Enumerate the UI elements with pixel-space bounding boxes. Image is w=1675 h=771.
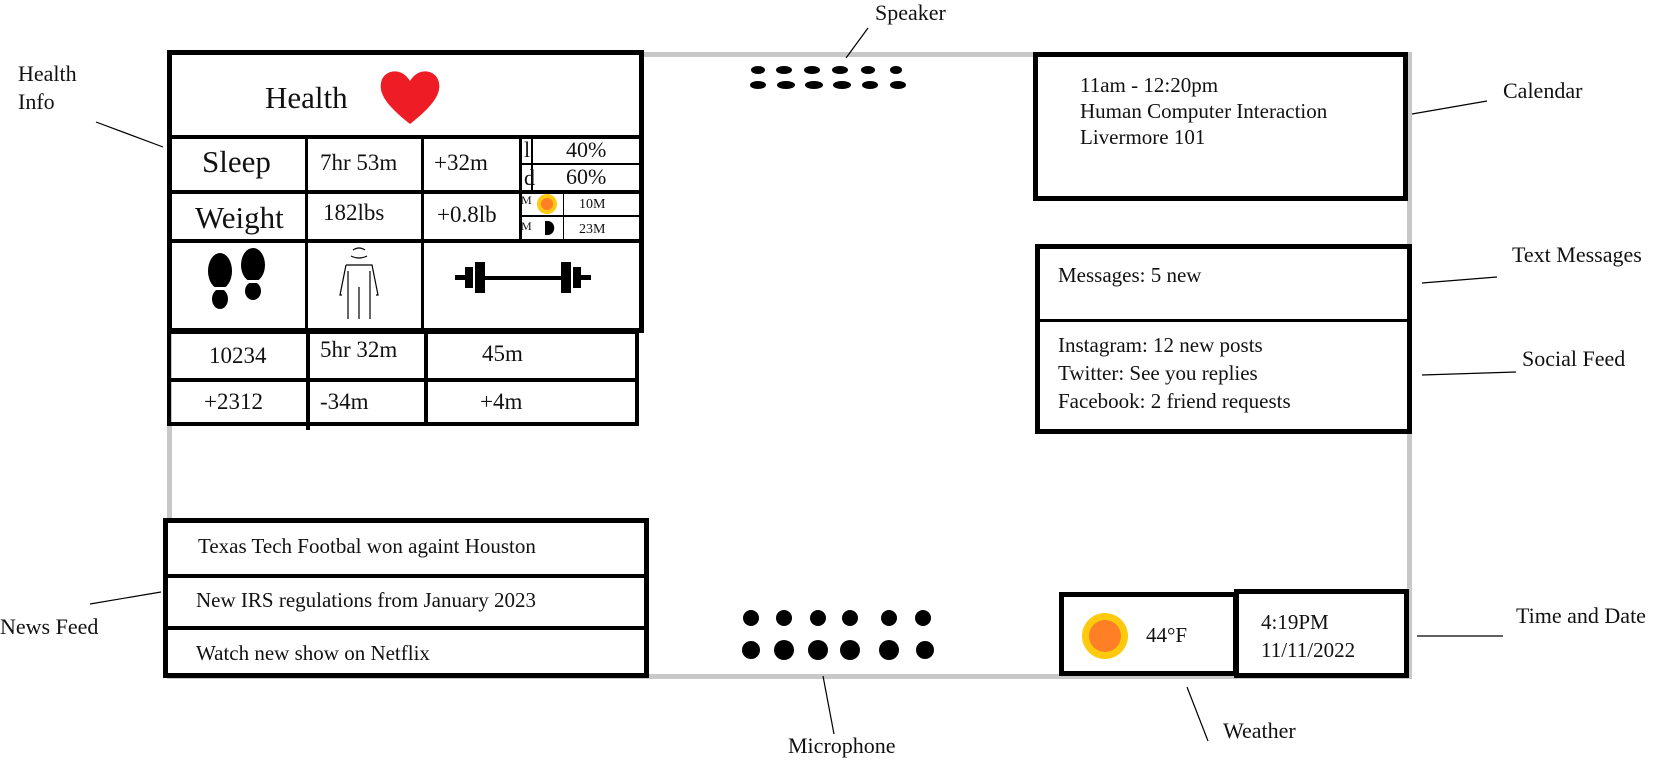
weight-value: 182lbs	[323, 200, 385, 225]
calendar-event-location: Livermore 101	[1080, 125, 1206, 149]
person-icon	[339, 247, 379, 319]
weight-delta: +0.8lb	[437, 202, 497, 227]
label-calendar: Calendar	[1503, 78, 1583, 103]
current-time: 4:19PM	[1261, 610, 1329, 634]
stand-delta: -34m	[320, 389, 369, 414]
label-microphone: Microphone	[788, 733, 896, 758]
sleep-value: 7hr 53m	[320, 150, 398, 175]
sleep-delta: +32m	[434, 150, 488, 175]
weather-temperature: 44°F	[1146, 623, 1188, 647]
heart-icon	[380, 71, 440, 124]
steps-value: 10234	[209, 343, 267, 368]
weight-label: Weight	[195, 200, 284, 235]
speaker-grille	[750, 66, 906, 89]
m2-label: M	[521, 219, 532, 233]
health-title: Health	[265, 80, 348, 115]
social-twitter[interactable]: Twitter: See you replies	[1058, 361, 1258, 385]
messages-count[interactable]: Messages: 5 new	[1058, 263, 1202, 287]
sun-icon	[1082, 613, 1128, 659]
sleep-label: Sleep	[202, 144, 271, 179]
weather-widget[interactable]: 44°F	[1059, 592, 1238, 676]
social-instagram[interactable]: Instagram: 12 new posts	[1058, 333, 1263, 357]
m1-label: M	[521, 193, 532, 207]
news-feed-widget: Texas Tech Footbal won againt Houston Ne…	[163, 518, 649, 678]
calendar-event-time: 11am - 12:20pm	[1080, 73, 1219, 97]
label-news-feed: News Feed	[0, 614, 99, 639]
exercise-value: 45m	[482, 341, 523, 366]
label-weather: Weather	[1223, 718, 1296, 743]
sleep-deep-label: d	[524, 165, 535, 190]
dumbbell-icon	[455, 262, 591, 293]
label-speaker: Speaker	[875, 0, 946, 25]
time-date-widget: 4:19PM 11/11/2022	[1234, 589, 1409, 678]
label-time-and-date: Time and Date	[1516, 603, 1646, 628]
sleep-deep-pct: 60%	[566, 164, 607, 189]
m1-value: 10M	[579, 197, 606, 212]
sleep-light-label: l	[524, 137, 531, 162]
exercise-delta: +4m	[480, 389, 523, 414]
stand-value: 5hr 32m	[320, 337, 398, 362]
news-item[interactable]: Texas Tech Footbal won againt Houston	[198, 534, 536, 558]
current-date: 11/11/2022	[1261, 638, 1356, 662]
label-text-messages: Text Messages	[1512, 242, 1642, 267]
moon-icon	[545, 221, 555, 235]
social-facebook[interactable]: Facebook: 2 friend requests	[1058, 389, 1291, 413]
calendar-event-title: Human Computer Interaction	[1080, 99, 1328, 123]
m2-value: 23M	[579, 222, 606, 237]
label-social-feed: Social Feed	[1522, 346, 1626, 371]
label-health-info: Health Info	[18, 61, 77, 114]
news-item[interactable]: Watch new show on Netflix	[196, 641, 430, 665]
sun-icon	[537, 194, 557, 214]
news-item[interactable]: New IRS regulations from January 2023	[196, 588, 537, 612]
footprints-icon	[207, 248, 267, 309]
calendar-widget[interactable]: 11am - 12:20pm Human Computer Interactio…	[1033, 52, 1408, 201]
messages-social-widget: Messages: 5 new Instagram: 12 new posts …	[1035, 244, 1412, 434]
sleep-light-pct: 40%	[566, 137, 607, 162]
microphone-array	[742, 610, 934, 660]
steps-delta: +2312	[204, 389, 263, 414]
